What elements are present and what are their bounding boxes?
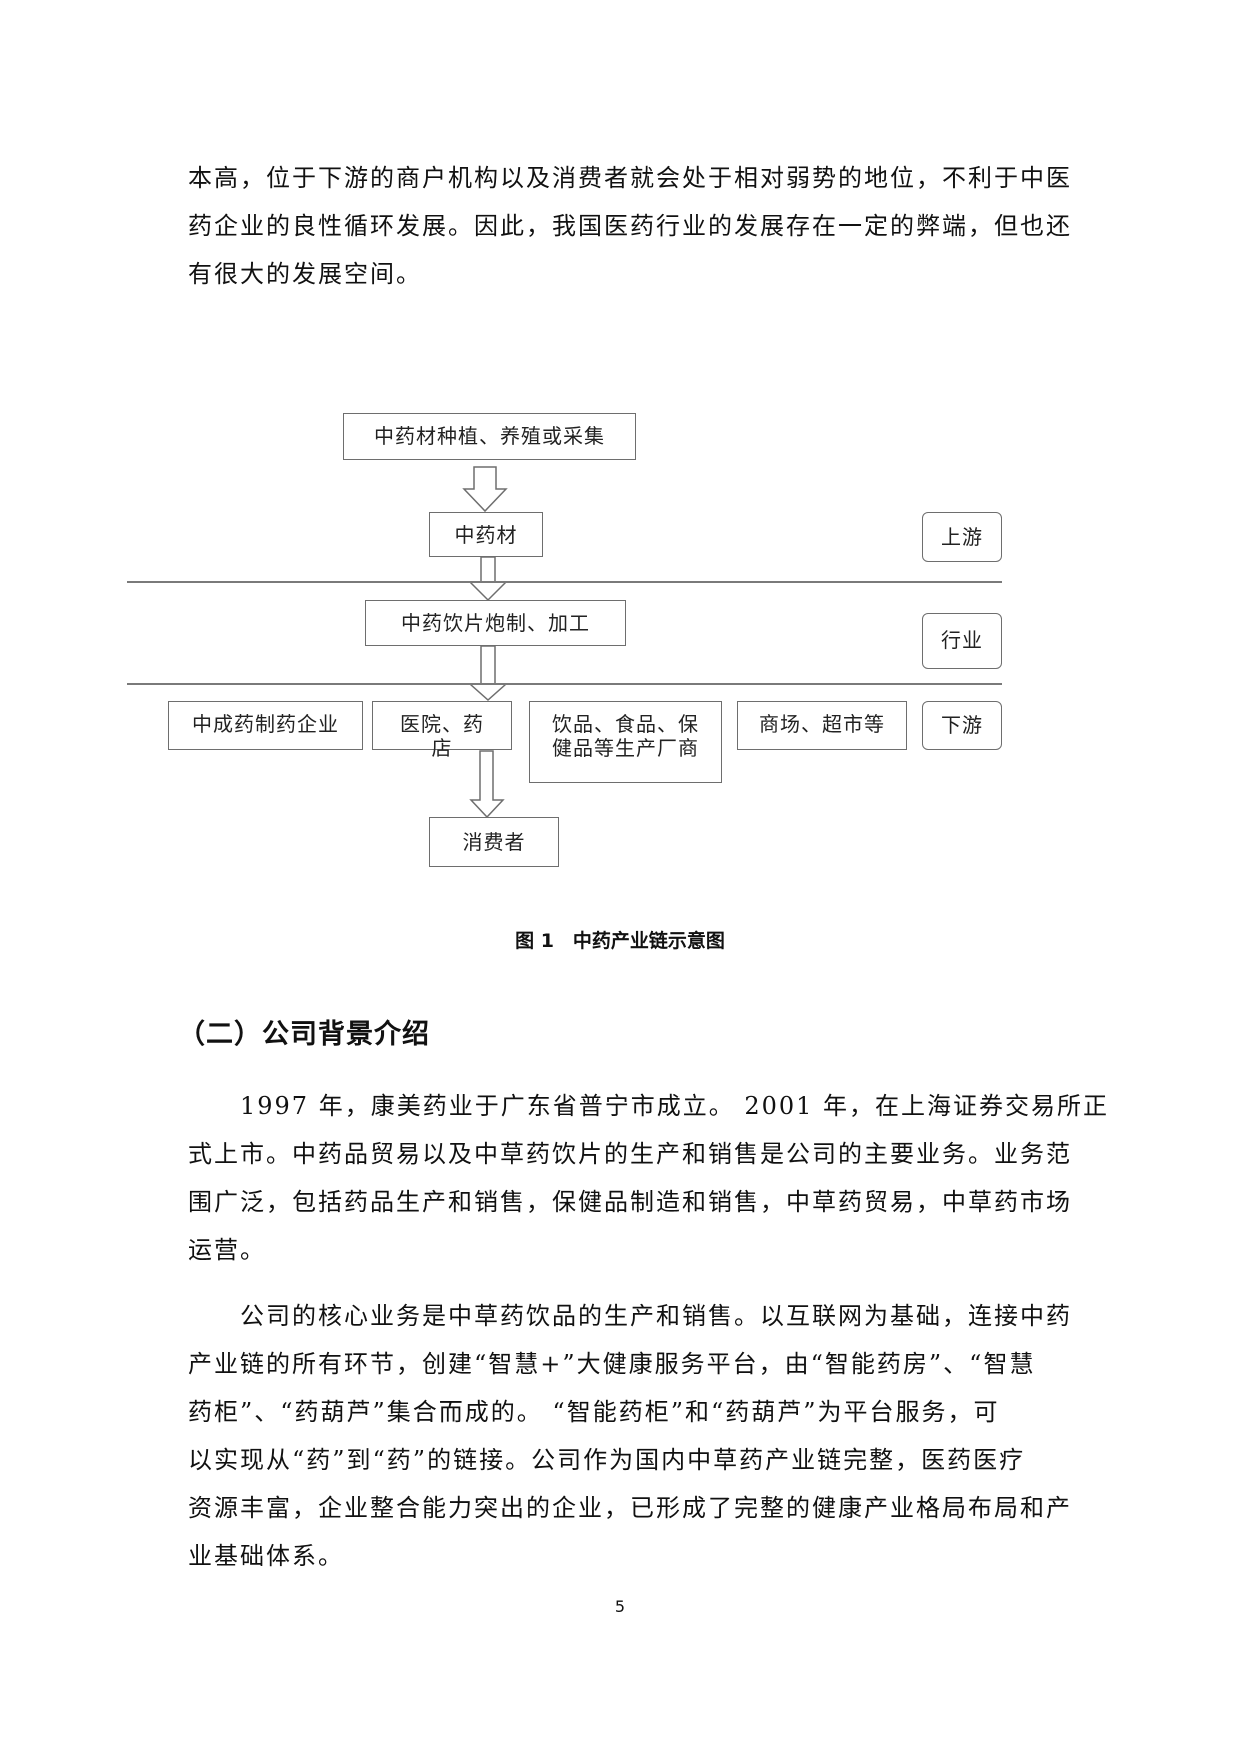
node-label: 消费者 [462,830,526,854]
section-paragraph-1: 1997 年，康美药业于广东省普宁市成立。 2001 年，在上海证券交易所正 式… [188,1082,1110,1274]
section-heading: （二）公司背景介绍 [178,1019,430,1050]
intro-paragraph: 本高，位于下游的商户机构以及消费者就会处于相对弱势的地位，不利于中医 药企业的良… [188,154,1072,298]
node-label: 中药饮片炮制、加工 [401,611,590,635]
paragraph-line: 业基础体系。 [188,1542,344,1570]
paragraph-line: 产业链的所有环节，创建“智慧+”大健康服务平台，由“智能药房”、“智慧 [188,1350,1036,1378]
page-number: 5 [614,1597,626,1616]
node-processing: 中药饮片炮制、加工 [365,600,626,646]
industry-downstream-divider [127,683,1002,685]
intro-line: 药企业的良性循环发展。因此，我国医药行业的发展存在一定的弊端，但也还 [188,212,1072,240]
stage-label-text: 下游 [941,713,983,737]
stage-label-text: 行业 [941,628,983,652]
stage-label-industry: 行业 [922,613,1002,669]
node-label: 中成药制药企业 [192,712,339,736]
paragraph-line: 围广泛，包括药品生产和销售，保健品制造和销售，中草药贸易，中草药市场 [188,1188,1072,1216]
down-arrow-icon [462,466,508,513]
node-label: 医院、药店 [400,712,484,760]
stage-label-downstream: 下游 [922,701,1002,750]
node-herbs: 中药材 [429,512,543,557]
node-label: 中药材种植、养殖或采集 [374,424,605,448]
figure-caption: 图 1 中药产业链示意图 [515,930,725,952]
paragraph-line: 式上市。中药品贸易以及中草药饮片的生产和销售是公司的主要业务。业务范 [188,1140,1072,1168]
down-arrow-icon [468,645,508,702]
node-hospital-pharmacy: 医院、药店 [372,701,512,760]
down-arrow-icon [469,750,505,819]
paragraph-line: 以实现从“药”到“药”的链接。公司作为国内中草药产业链完整，医药医疗 [188,1446,1026,1474]
paragraph-line: 资源丰富，企业整合能力突出的企业，已形成了完整的健康产业格局布局和产 [188,1494,1072,1522]
node-label: 饮品、食品、保健品等生产厂商 [552,712,699,760]
paragraph-line: 1997 年，康美药业于广东省普宁市成立。 2001 年，在上海证券交易所正 [240,1092,1110,1120]
node-consumer: 消费者 [429,817,559,867]
upstream-industry-divider [127,581,1002,583]
node-label: 中药材 [454,523,518,547]
node-label: 商场、超市等 [759,712,885,736]
industry-chain-diagram: 中药材种植、养殖或采集 中药材 中药饮片炮制、加工 中成药制药企业 医院、药店 … [127,413,1002,867]
paragraph-line: 药柜”、“药葫芦”集合而成的。 “智能药柜”和“药葫芦”为平台服务，可 [188,1398,1000,1426]
intro-line: 有很大的发展空间。 [188,260,422,288]
intro-line: 本高，位于下游的商户机构以及消费者就会处于相对弱势的地位，不利于中医 [188,164,1072,192]
node-cultivation: 中药材种植、养殖或采集 [343,413,636,460]
stage-label-upstream: 上游 [922,512,1002,562]
section-paragraph-2: 公司的核心业务是中草药饮品的生产和销售。以互联网为基础，连接中药 产业链的所有环… [188,1292,1072,1580]
down-arrow-icon [468,556,508,602]
node-patent-medicine: 中成药制药企业 [168,701,363,750]
node-food-health: 饮品、食品、保健品等生产厂商 [529,701,722,783]
stage-label-text: 上游 [941,525,983,549]
paragraph-line: 公司的核心业务是中草药饮品的生产和销售。以互联网为基础，连接中药 [240,1302,1072,1330]
paragraph-line: 运营。 [188,1236,266,1264]
node-mall-supermarket: 商场、超市等 [737,701,907,750]
